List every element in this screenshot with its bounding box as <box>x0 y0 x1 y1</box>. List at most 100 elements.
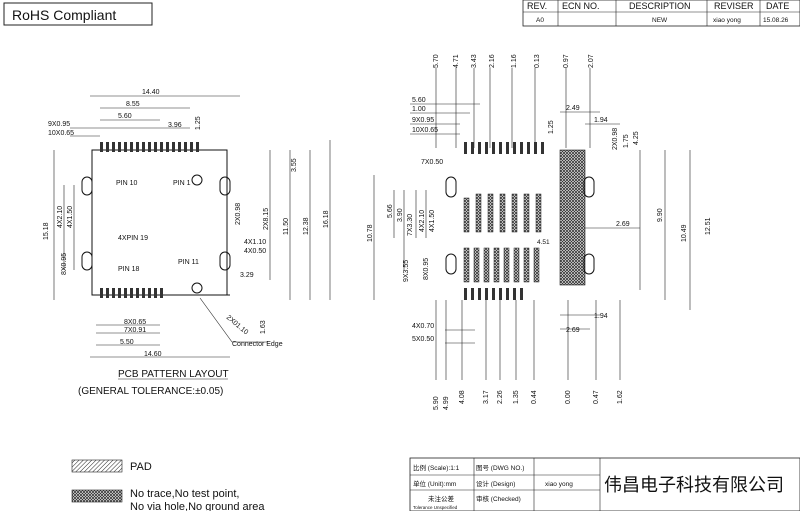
dim-8x0-95: 8X0.95 <box>61 253 68 275</box>
top-dim-0-13: 0.13 <box>534 54 541 68</box>
dim-2x0-98: 2X0.98 <box>235 203 242 225</box>
top-dim-4-71: 4.71 <box>453 54 460 68</box>
rv-dim-9x3-55: 9X3.55 <box>403 260 410 282</box>
left-mounting-holes <box>81 174 231 294</box>
right-top-pad-row <box>464 142 544 154</box>
dim-8-55: 8.55 <box>126 101 140 108</box>
pitch-9x0-95: 9X0.95 <box>48 121 70 128</box>
pin-1-label: PIN 1 <box>173 180 191 187</box>
rv-dim-2-69-bottom: 2.69 <box>566 327 580 334</box>
dim-1-63: 1.63 <box>260 320 267 334</box>
tolerance-sub: Tolerance Unspecified <box>413 505 458 510</box>
rv-dim-10-49: 10.49 <box>681 224 688 242</box>
rohs-box: RoHS Compliant <box>3 2 153 26</box>
rv-dim-1-75: 1.75 <box>623 134 630 148</box>
dim-7x0-91: 7X0.91 <box>124 327 146 334</box>
description-value: NEW <box>652 17 668 24</box>
unit-label: 单位 (Unit):mm <box>413 479 456 488</box>
checked-label: 审核 (Checked) <box>476 494 521 503</box>
rev-header: REV. <box>527 1 547 11</box>
rv-dim-3-90: 3.90 <box>397 208 404 222</box>
right-mounting-holes <box>445 176 595 275</box>
dim-1-25: 1.25 <box>195 116 202 130</box>
dim-4x1-10: 4X1.10 <box>244 239 266 246</box>
bot-dim-5-90: 5.90 <box>433 396 440 410</box>
dim-4x0-50: 4X0.50 <box>244 248 266 255</box>
right-bottom-pad-row <box>464 288 523 300</box>
bot-dim-4-08: 4.08 <box>459 390 466 404</box>
pcb-layout-title: PCB PATTERN LAYOUT <box>118 369 229 380</box>
rv-dim-5-66: 5.66 <box>387 204 394 218</box>
pin-18-label: PIN 18 <box>118 266 140 273</box>
bot-dim-1-35: 1.35 <box>513 390 520 404</box>
scale-label: 比例 (Scale):1:1 <box>413 463 460 472</box>
rv-dim-10-78: 10.78 <box>367 224 374 242</box>
dim-3-29: 3.29 <box>240 272 254 279</box>
bot-dim-0-00: 0.00 <box>565 390 572 404</box>
pad-swatch <box>71 459 123 473</box>
keepout-swatch <box>71 489 123 503</box>
rv-dim-1-94: 1.94 <box>594 117 608 124</box>
bot-dim-4-99: 4.99 <box>443 396 450 410</box>
dim-4x1-50: 4X1.50 <box>67 206 74 228</box>
tolerance-label: 未注公差 <box>428 494 455 503</box>
pad-legend-label: PAD <box>130 461 152 473</box>
bot-dim-0-47: 0.47 <box>593 390 600 404</box>
rv-dim-2x0-98: 2X0.98 <box>612 128 619 150</box>
dim-5-50: 5.50 <box>120 339 134 346</box>
rv-dim-2-49: 2.49 <box>566 105 580 112</box>
rv-dim-5-60: 5.60 <box>412 97 426 104</box>
rv-dim-9x0-95: 9X0.95 <box>412 117 434 124</box>
dim-2x8-15: 2X8.15 <box>263 208 270 230</box>
keepout-legend-line2: No via hole,No ground area <box>130 501 265 511</box>
left-top-pad-row <box>100 142 199 152</box>
rv-dim-12-51: 12.51 <box>705 217 712 235</box>
top-dim-0-97: 0.97 <box>563 54 570 68</box>
design-label: 设计 (Design) <box>476 479 515 488</box>
dim-11-50: 11.50 <box>283 218 290 235</box>
top-dim-2-16: 2.16 <box>489 54 496 68</box>
rv-dim-4x2-10: 4X2.10 <box>419 210 426 232</box>
revision-table: REV. ECN NO. DESCRIPTION REVISER DATE A0… <box>522 0 800 27</box>
pin-19-label: 4XPIN 19 <box>118 235 148 242</box>
title-block: 比例 (Scale):1:1 图号 (DWG NO.) 单位 (Unit):mm… <box>409 457 800 511</box>
ecn-header: ECN NO. <box>562 1 600 11</box>
rv-dim-8x0-95: 8X0.95 <box>423 258 430 280</box>
dim-12-38: 12.38 <box>303 217 310 235</box>
tolerance-note: (GENERAL TOLERANCE:±0.05) <box>78 386 223 397</box>
rv-dim-9-90: 9.90 <box>657 208 664 222</box>
reviser-header: REVISER <box>714 1 754 11</box>
top-dim-1-16: 1.16 <box>511 54 518 68</box>
dim-15-18: 15.18 <box>43 222 50 240</box>
rv-dim-2-69-top: 2.69 <box>616 221 630 228</box>
dim-5-60: 5.60 <box>118 113 132 120</box>
dim-8x0-65: 8X0.65 <box>124 319 146 326</box>
reviser-value: xiao yong <box>713 17 741 24</box>
rv-dim-4x1-50: 4X1.50 <box>429 210 436 232</box>
left-bottom-pad-row <box>100 288 163 298</box>
pin-10-label: PIN 10 <box>116 180 138 187</box>
rv-dim-7x0-50: 7X0.50 <box>421 159 443 166</box>
rev-value: A0 <box>536 17 544 24</box>
dim-14-40: 14.40 <box>142 89 160 96</box>
left-pcb-view: 14.40 8.55 5.60 3.96 1.25 9X0.95 10X0.65… <box>43 89 331 397</box>
top-dim-2-07: 2.07 <box>588 54 595 68</box>
right-keepout-area <box>559 149 586 286</box>
description-header: DESCRIPTION <box>629 1 691 11</box>
date-header: DATE <box>766 1 789 11</box>
pin-11-label: PIN 11 <box>178 259 199 266</box>
top-dim-3-43: 3.43 <box>471 54 478 68</box>
rv-dim-1-00: 1.00 <box>412 106 426 113</box>
rv-dim-4-51: 4.51 <box>537 239 550 246</box>
rv-dim-7x3-30: 7X3.30 <box>407 214 414 236</box>
company-name: 伟昌电子科技有限公司 <box>604 475 784 496</box>
top-dim-5-70: 5.70 <box>433 54 440 68</box>
keepout-legend-line1: No trace,No test point, <box>130 488 239 500</box>
right-inner-pads <box>463 193 542 283</box>
bot-dim-0-44: 0.44 <box>531 390 538 404</box>
dim-16-18: 16.18 <box>323 210 330 228</box>
bot-dim-1-62: 1.62 <box>617 390 624 404</box>
bot-dim-3-17: 3.17 <box>483 390 490 404</box>
designer-name: xiao yong <box>545 481 573 488</box>
